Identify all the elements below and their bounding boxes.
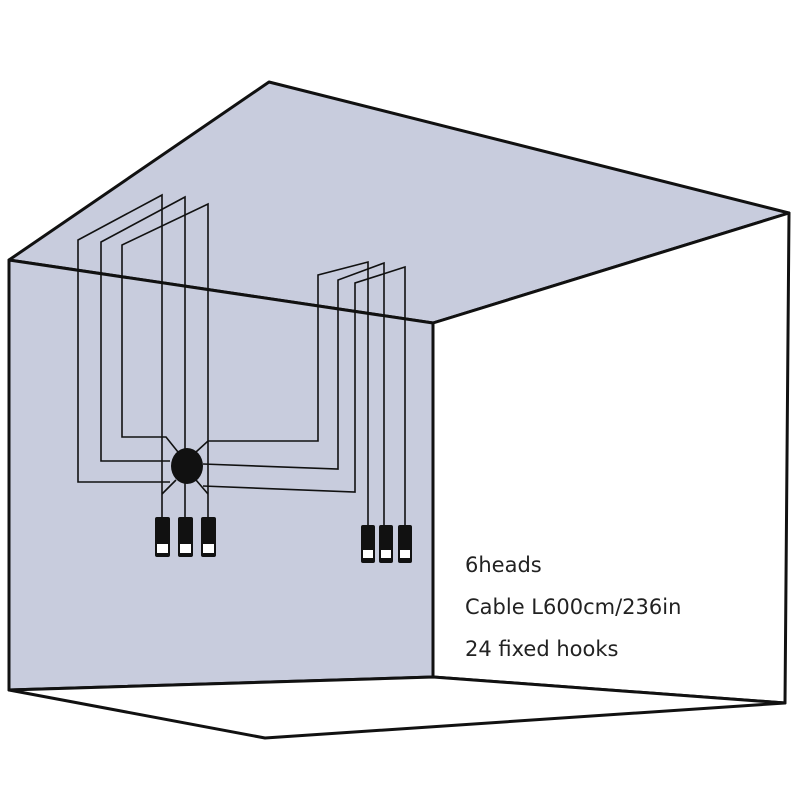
spec-text-block: 6heads Cable L600cm/236in 24 fixed hooks: [465, 544, 681, 670]
cable-left-2: [100, 195, 186, 532]
left-pendants: [155, 517, 216, 557]
spec-hooks: 24 fixed hooks: [465, 637, 619, 661]
spec-cable-length: Cable L600cm/236in: [465, 595, 682, 619]
pendant-head: [178, 517, 193, 557]
pendant-head: [398, 525, 412, 563]
cable-right-1: [195, 260, 369, 532]
hub-connectors: [161, 479, 209, 495]
ceiling-hub: [171, 448, 203, 484]
pendant-head: [361, 525, 375, 563]
right-pendants: [361, 525, 412, 563]
floor-plane: [7, 675, 787, 740]
pendant-head: [201, 517, 216, 557]
cable-right-3: [202, 265, 406, 532]
pendant-head: [155, 517, 170, 557]
cable-left-1: [77, 193, 170, 532]
spec-heads: 6heads: [465, 553, 542, 577]
cable-left-3: [121, 202, 209, 532]
cable-right-2: [202, 261, 385, 532]
left-wall: [7, 258, 435, 692]
left-cable-group: [77, 193, 209, 532]
right-cable-group: [195, 260, 406, 532]
pendant-head: [379, 525, 393, 563]
